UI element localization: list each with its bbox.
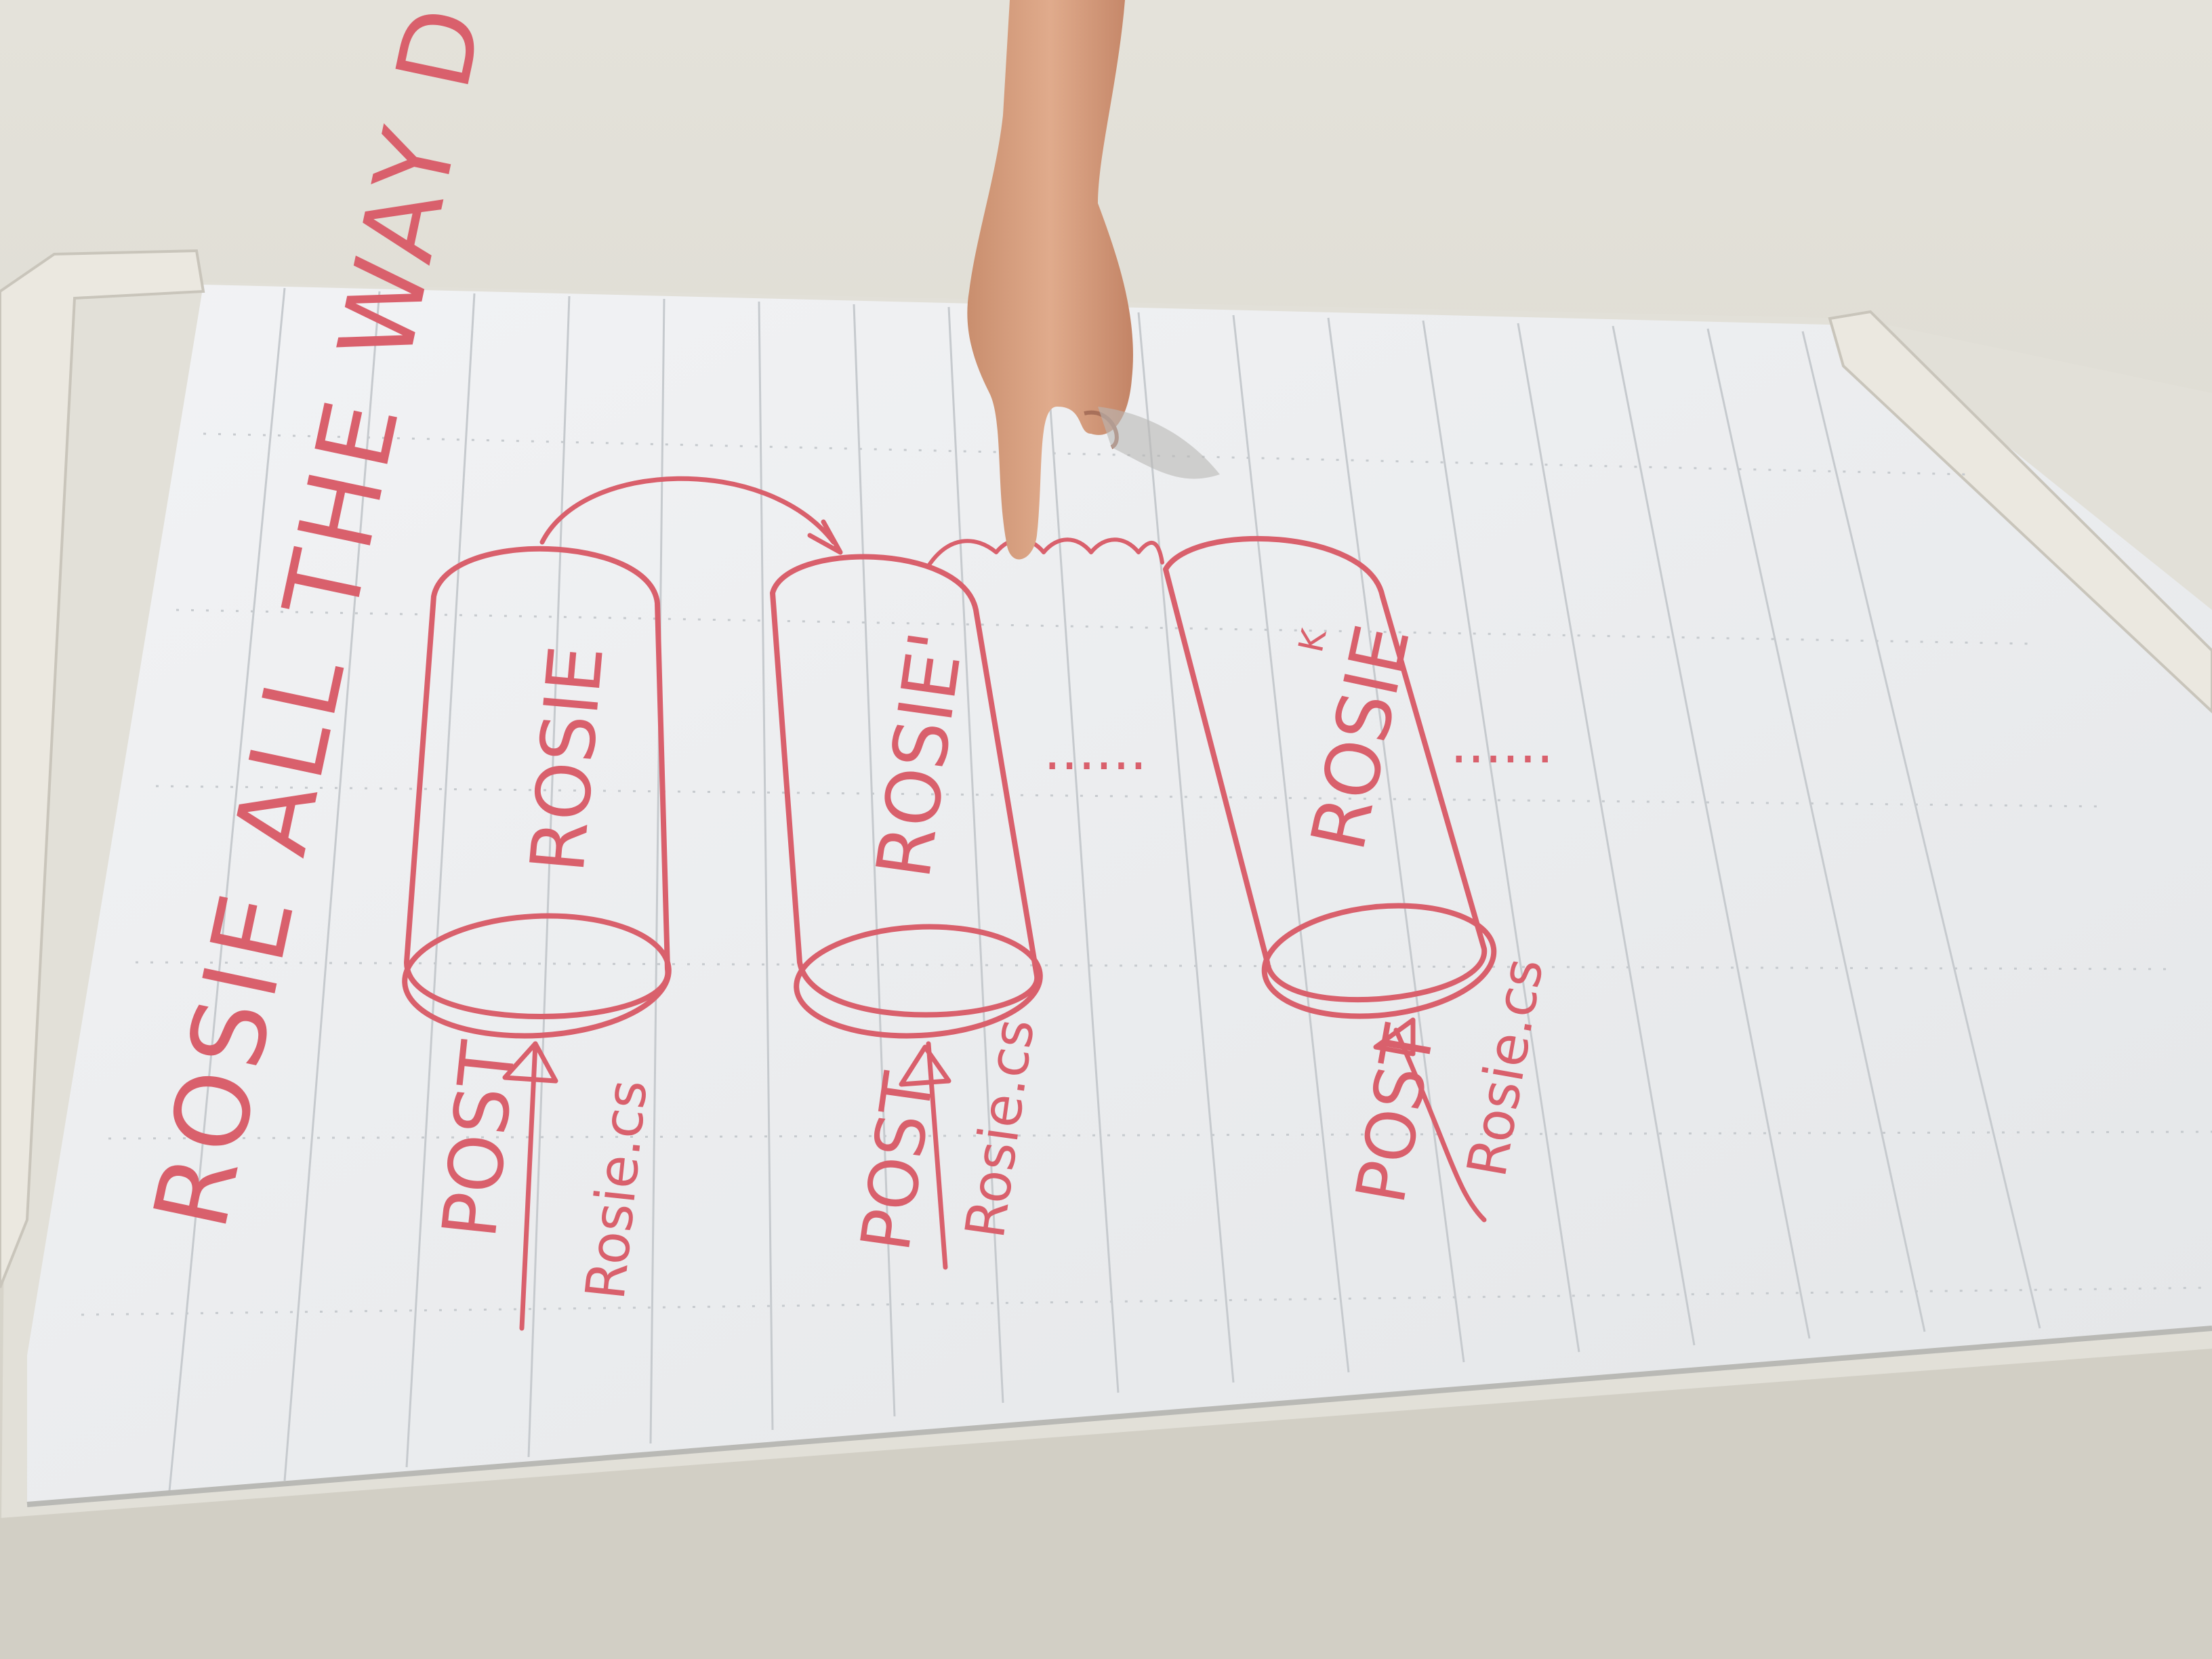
ellipsis-dots: ...... bbox=[1044, 719, 1147, 782]
cylinder-rosie: ROSIE POST Rosie.cs bbox=[402, 476, 843, 1331]
pointing-hand bbox=[967, 0, 1220, 560]
clamp-bar bbox=[0, 249, 205, 1288]
ellipsis-dots-right: ...... bbox=[1450, 712, 1554, 775]
flip-chart-paper bbox=[0, 249, 2212, 1507]
cylinder-1-post: POST bbox=[426, 1037, 533, 1242]
cylinder-1-label: ROSIE bbox=[514, 642, 620, 876]
board-tray bbox=[0, 1349, 2212, 1659]
clamp-bar-right bbox=[1828, 310, 2212, 714]
